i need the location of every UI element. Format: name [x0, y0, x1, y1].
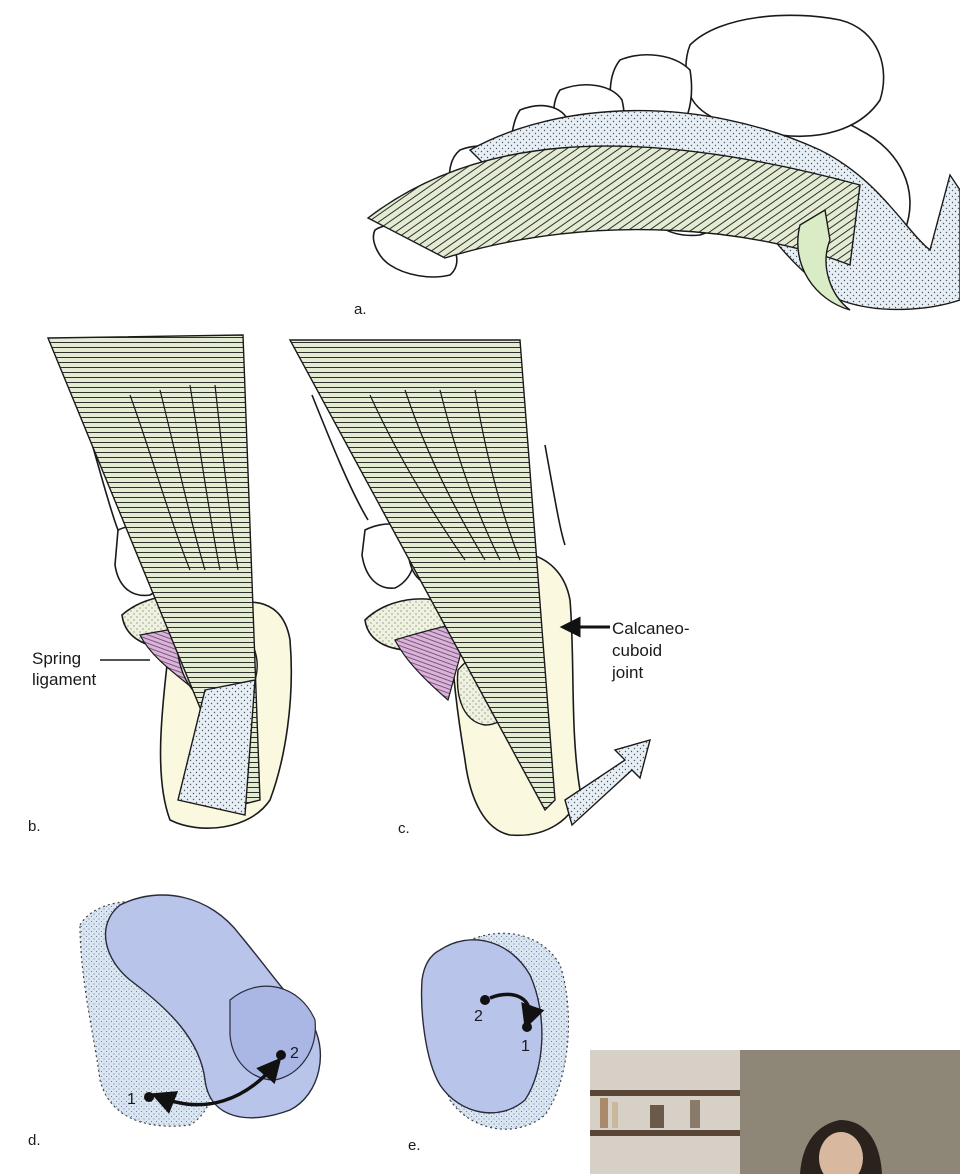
panel-b: Spring ligament b.	[28, 334, 293, 835]
panel-e: 2 1 e.	[408, 932, 570, 1154]
point-1-marker-e	[522, 1022, 532, 1032]
panel-b-label: b.	[28, 818, 41, 835]
spring-ligament-label-line1: Spring	[32, 649, 81, 668]
rotation-arrow-e	[489, 992, 545, 1030]
peroneus-arrow-c	[564, 738, 651, 827]
spring-ligament-c	[394, 619, 471, 702]
spring-ligament-label-line2: ligament	[32, 670, 97, 689]
muscle-fan-c	[288, 339, 556, 812]
panel-c: Calcaneo- cuboid joint c.	[288, 339, 690, 837]
bookshelf	[590, 1090, 740, 1136]
point-1-marker-d	[144, 1092, 154, 1102]
calcaneus-outline-end-e	[420, 939, 543, 1114]
muscle-fan-b	[46, 334, 261, 806]
panel-e-label: e.	[408, 1137, 421, 1154]
point-2-marker-e	[480, 995, 490, 1005]
presenter-webcam-feed	[590, 1050, 960, 1174]
calcaneocuboid-label-line3: joint	[611, 663, 643, 682]
calcaneocuboid-label-line1: Calcaneo-	[612, 619, 690, 638]
muscle-tendons-c	[369, 389, 521, 561]
calcaneocuboid-label-line2: cuboid	[612, 641, 662, 660]
panel-a-label: a.	[354, 301, 367, 318]
tibia-outline-c	[311, 394, 566, 546]
point-2-marker-d	[276, 1050, 286, 1060]
rotation-arrow-d	[150, 1057, 282, 1114]
panel-d: 1 2 d.	[28, 894, 322, 1149]
panel-d-label: d.	[28, 1132, 41, 1149]
sling-loop	[797, 208, 851, 311]
muscle-tendons-b	[129, 384, 239, 571]
panel-c-label: c.	[398, 820, 410, 837]
tibialis-posterior-muscle-band	[366, 145, 861, 266]
point-1-label-d: 1	[127, 1091, 136, 1108]
point-1-label-e: 1	[521, 1038, 530, 1055]
panel-a: a.	[354, 14, 960, 318]
point-2-label-e: 2	[474, 1008, 483, 1025]
peroneus-tendon-b	[177, 679, 256, 816]
presenter-video-icon	[590, 1050, 960, 1174]
point-2-label-d: 2	[290, 1045, 299, 1062]
